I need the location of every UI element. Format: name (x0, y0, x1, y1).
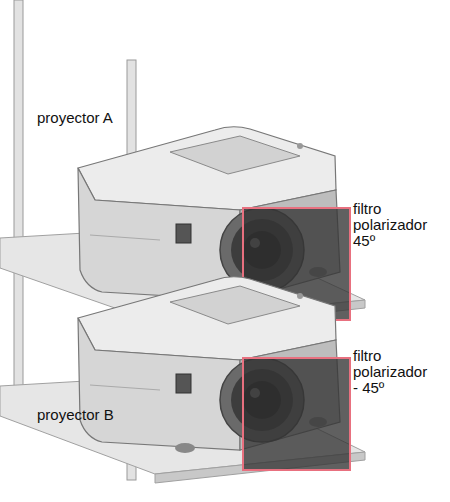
projector-label: proyector A (37, 110, 157, 126)
filter-label: filtro polarizador - 45º (353, 348, 433, 396)
support-pole (14, 0, 23, 410)
projector-b (78, 277, 350, 470)
filter-label: filtro polarizador 45º (353, 201, 433, 249)
projector-label: proyector B (37, 407, 157, 423)
